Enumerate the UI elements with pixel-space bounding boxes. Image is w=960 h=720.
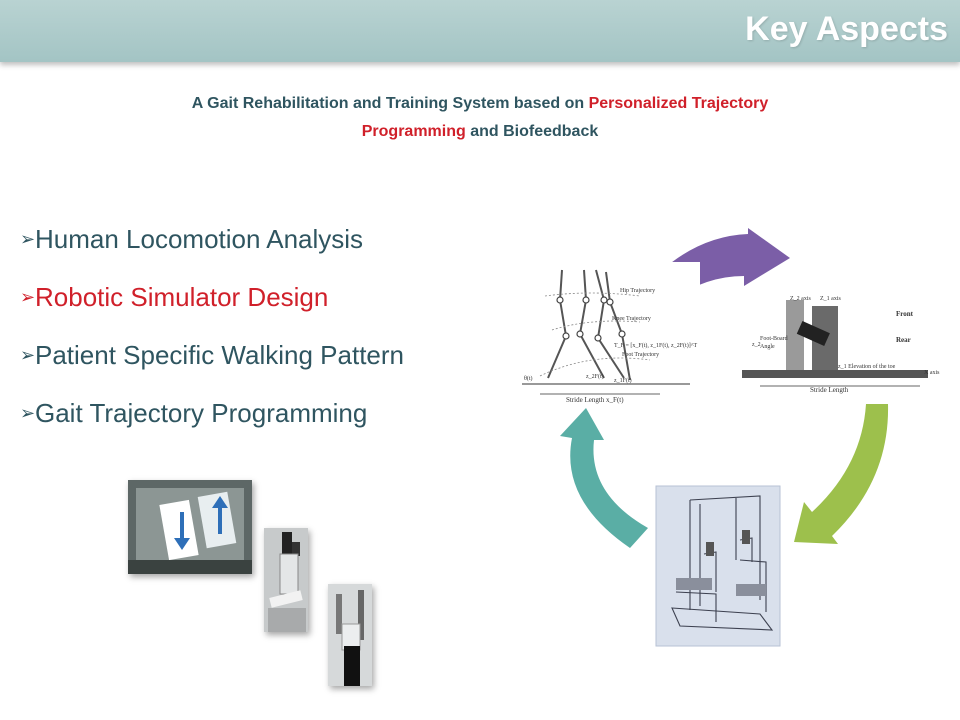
bullet-list: ➢Human Locomotion Analysis ➢Robotic Simu… [20,210,404,442]
z2-label: z_2 [752,342,761,348]
cycle-arrow-left [560,408,648,548]
subtitle-highlight-1: Personalized Trajectory [588,95,769,112]
bullet-item: ➢Patient Specific Walking Pattern [20,326,404,384]
foot-board-label-2: Angle [760,344,775,350]
z1-axis-label: Z_1 axis [820,296,841,302]
bullet-label: Robotic Simulator Design [35,282,329,312]
subtitle-part-1: A Gait Rehabilitation and Training Syste… [191,95,589,112]
bullet-label: Gait Trajectory Programming [35,398,368,428]
theta-label: θ(t) [524,375,533,382]
knee-trajectory-label: Knee Trajectory [612,316,651,322]
foot-board-label-1: Foot-Board [760,336,788,342]
treadmill-photo [128,480,252,574]
z1f-label: z_1F(t) [614,377,632,384]
bullet-label: Patient Specific Walking Pattern [35,340,404,370]
trajectory-formula: T_F = [x_F(t), z_1F(t), z_2F(t)]^T [614,342,698,349]
cycle-arrow-right [794,404,889,544]
subtitle: A Gait Rehabilitation and Training Syste… [100,90,860,146]
arrow-bullet-icon: ➢ [20,345,36,365]
robot-leg-photo-2 [328,584,372,686]
toe-elevation-label: z_1 Elevation of the toe [838,363,896,370]
bullet-item: ➢Human Locomotion Analysis [20,210,404,268]
foot-trajectory-label: Foot Trajectory [622,352,659,358]
bullet-item: ➢Robotic Simulator Design [20,268,404,326]
robot-leg-photo-1 [264,528,308,632]
front-label: Front [896,310,914,318]
subtitle-part-2: and Biofeedback [465,123,599,140]
z2-axis-label: Z_2 axis [790,296,811,302]
bullet-label: Human Locomotion Analysis [35,224,364,254]
foot-board-figure: Z_2 axis Z_1 axis Front Rear z_2 Foot-Bo… [738,288,948,396]
stride-length-label: Stride Length x_F(t) [566,396,624,404]
bullet-item: ➢Gait Trajectory Programming [20,384,404,442]
header-bar [0,0,960,62]
robot-simulator-figure [655,485,781,647]
arrow-bullet-icon: ➢ [20,229,36,249]
hip-trajectory-label: Hip Trajectory [620,288,655,294]
arrow-bullet-icon: ➢ [20,287,36,307]
gait-analysis-figure: Hip Trajectory Knee Trajectory T_F = [x_… [518,262,700,408]
page-title: Key Aspects [745,10,948,48]
z2f-label: z_2F(t) [586,373,604,380]
rear-label: Rear [896,336,911,344]
foot-stride-length-label: Stride Length [810,386,849,394]
arrow-bullet-icon: ➢ [20,403,36,423]
x-axis-label: X axis [924,370,940,376]
subtitle-highlight-2: Programming [361,123,466,140]
